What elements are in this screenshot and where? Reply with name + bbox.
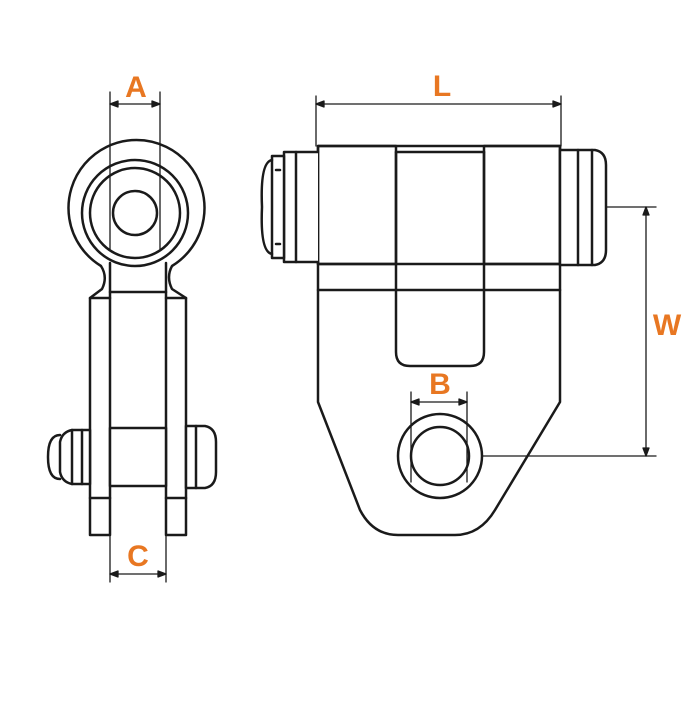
side-view: [46, 138, 218, 537]
dim-c: [109, 534, 167, 583]
front-pin-head: [558, 148, 608, 267]
front-body: [316, 144, 562, 537]
dim-b: [410, 391, 468, 483]
dim-c-arrow-r: [157, 570, 167, 578]
dim-l-arrow-l: [315, 100, 325, 108]
dim-l-arrow-r: [552, 100, 562, 108]
label-c: C: [127, 540, 149, 573]
front-pin-nut-cap: [260, 158, 274, 256]
side-pin-head: [184, 424, 218, 490]
side-eye-hole: [111, 189, 159, 237]
side-eye-inner-ring: [88, 166, 182, 260]
dim-b-arrow-r: [458, 398, 468, 406]
label-l: L: [433, 70, 451, 103]
side-pin-nut: [58, 428, 92, 486]
label-w: W: [653, 309, 682, 342]
dim-l: [315, 95, 562, 147]
front-pin-nut: [282, 150, 320, 264]
front-view: [260, 144, 608, 537]
dim-w-arrow-b: [642, 447, 650, 457]
side-pin-nut-cap: [46, 433, 62, 481]
dim-a-arrow-l: [109, 100, 119, 108]
dim-w: [481, 206, 657, 457]
dim-b-arrow-l: [410, 398, 420, 406]
dim-a: [109, 91, 161, 251]
side-pin-body: [108, 426, 168, 488]
side-eye-ring: [80, 158, 190, 268]
dim-c-arrow-l: [109, 570, 119, 578]
label-a: A: [125, 71, 147, 104]
dim-a-arrow-r: [151, 100, 161, 108]
dim-w-arrow-t: [642, 206, 650, 216]
label-b: B: [429, 368, 451, 401]
front-pin-nut-collar: [270, 154, 286, 260]
front-slot: [394, 150, 486, 368]
